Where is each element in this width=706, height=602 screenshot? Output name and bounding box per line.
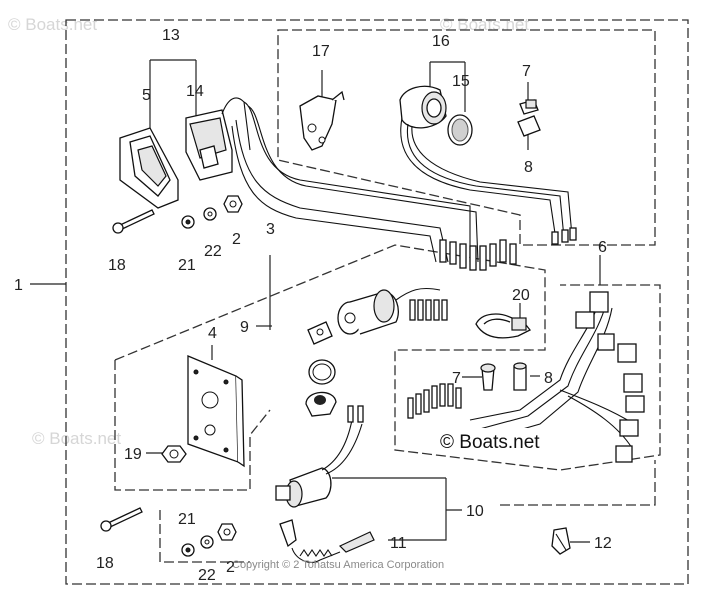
part-7-bolt-upper[interactable]	[519, 99, 539, 115]
callout-22b: 22	[198, 567, 216, 584]
part-9-key-switch[interactable]	[337, 287, 448, 335]
part-16-switch-harness[interactable]	[399, 85, 577, 245]
o-ring[interactable]	[308, 359, 336, 385]
callout-8a: 8	[524, 159, 533, 176]
callout-16: 16	[432, 33, 450, 50]
part-11-lanyard[interactable]	[279, 519, 375, 563]
callout-21a: 21	[178, 257, 196, 274]
part-18-screw-upper[interactable]	[112, 209, 155, 234]
part-6-engine-harness[interactable]	[407, 291, 645, 463]
watermark-center-badge: © Boats.net	[436, 428, 574, 454]
callout-20: 20	[512, 287, 530, 304]
part-4-mount-plate[interactable]	[187, 355, 245, 468]
callout-18b: 18	[96, 555, 114, 572]
callout-4: 4	[208, 325, 217, 342]
part-2-nut-lower[interactable]	[217, 523, 237, 541]
callout-2a: 2	[232, 231, 241, 248]
part-7-bolt-lower[interactable]	[480, 363, 496, 391]
callout-10: 10	[466, 503, 484, 520]
key-cap[interactable]	[305, 391, 337, 417]
part-5-cover-plate[interactable]	[119, 127, 179, 209]
part-21-washer-lower[interactable]	[181, 543, 195, 557]
part-12-clip[interactable]	[551, 527, 571, 555]
callout-9: 9	[240, 319, 249, 336]
callout-7b: 7	[452, 370, 461, 387]
part-22-washer-upper[interactable]	[203, 207, 217, 221]
callout-5: 5	[142, 87, 151, 104]
callout-22a: 22	[204, 243, 222, 260]
callout-1: 1	[14, 277, 23, 294]
part-8-sleeve-upper[interactable]	[517, 115, 541, 137]
callout-6: 6	[598, 239, 607, 256]
part-22-washer-lower[interactable]	[200, 535, 214, 549]
part-10-stop-switch[interactable]	[275, 405, 364, 508]
callout-11: 11	[390, 535, 407, 552]
callout-7a: 7	[522, 63, 531, 80]
callout-2b: 2	[226, 559, 235, 576]
copyright-text: Copyright © 2 Tohatsu America Corporatio…	[232, 559, 444, 571]
callout-12: 12	[594, 535, 612, 552]
remote-harness-wires	[231, 101, 479, 263]
watermark-top-left: © Boats.net	[8, 15, 97, 34]
part-19-nut[interactable]	[161, 445, 187, 463]
callout-3: 3	[266, 221, 275, 238]
callout-14: 14	[186, 83, 204, 100]
svg-text:© Boats.net: © Boats.net	[440, 432, 540, 453]
callout-18a: 18	[108, 257, 126, 274]
callout-21b: 21	[178, 511, 196, 528]
callout-19: 19	[124, 446, 142, 463]
part-17-bracket[interactable]	[299, 90, 345, 151]
part-21-washer-upper[interactable]	[181, 215, 195, 229]
callout-15: 15	[452, 73, 470, 90]
callout-13: 13	[162, 27, 180, 44]
part-20-cable-clamp[interactable]	[475, 313, 532, 339]
part-18-screw-lower[interactable]	[100, 507, 143, 532]
watermark-mid-left: © Boats.net	[32, 429, 121, 448]
part-2-nut-upper[interactable]	[223, 195, 243, 213]
watermark-top-right: © Boats.net	[440, 15, 529, 34]
connector-cluster-remote[interactable]	[439, 239, 517, 271]
callout-labels: 1 2 2 3 4 5 6 7 7 8 8 9 10 11 12 13 14 1…	[14, 27, 612, 584]
callout-8b: 8	[544, 370, 553, 387]
callout-17: 17	[312, 43, 330, 60]
ignition-key[interactable]	[307, 321, 333, 345]
part-15-cap[interactable]	[447, 114, 473, 146]
part-14-switch-boot[interactable]	[185, 97, 251, 181]
part-8-sleeve-lower[interactable]	[513, 362, 527, 391]
